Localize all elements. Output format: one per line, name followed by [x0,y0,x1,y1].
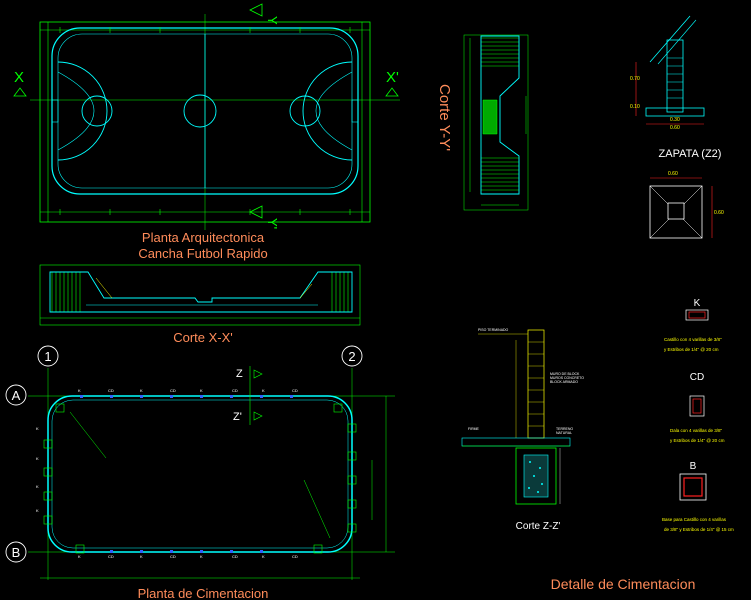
footing-dim-0: 0.70 [630,76,640,82]
cut-z-top: Z [236,368,243,380]
footing-dim-4: 0.60 [668,171,678,177]
footing-dim-5: 0.60 [714,210,724,216]
section-zz: PISO TERMINADO MURO DE BLOCK MUROS CONCR… [461,328,584,532]
svg-text:K: K [140,388,143,393]
section-xx-title: Corte X-X' [173,330,233,345]
svg-text:K: K [262,388,265,393]
section-yy-title: Corte Y-Y' [436,84,453,151]
svg-text:K: K [36,456,39,461]
svg-text:MUROS CONCRETO: MUROS CONCRETO [550,376,584,380]
svg-text:CD: CD [170,388,176,393]
plan-architectural: X X' Y Y' Planta Arquitectonica Cancha F… [13,3,400,261]
detail-k-text2: y Estribos de 1/4" @ 20 cm [664,347,719,352]
svg-text:K: K [262,554,265,559]
svg-text:K: K [200,554,203,559]
grid-label-2: 2 [348,349,355,364]
grid-bubble-b [5,541,27,563]
svg-text:CD: CD [292,388,298,393]
svg-text:CD: CD [108,388,114,393]
svg-text:PISO TERMINADO: PISO TERMINADO [478,328,509,332]
plan-foundation: 1 2 A B K CD K CD K CD K CD K CD K CD K CD K CD K K… [5,345,395,600]
footing-dim-2: 0.30 [670,117,680,123]
plan-arch-title-1: Planta Arquitectonica [142,230,265,245]
svg-text:K: K [140,554,143,559]
svg-text:K: K [36,484,39,489]
svg-text:K: K [78,388,81,393]
detail-b-tag: B [690,461,697,472]
detail-cd-text1: Dala con 4 varillas de 3/8" [670,428,723,433]
cut-z-bottom: Z' [233,411,242,423]
detail-k-text1: Castillo con 4 varillas de 3/8" [664,337,722,342]
plan-arch-title-2: Cancha Futbol Rapido [138,246,267,261]
svg-text:CD: CD [292,554,298,559]
grid-bubble-2 [341,345,363,367]
axis-y-bottom: Y' [265,218,280,229]
svg-text:K: K [200,388,203,393]
grid-bubble-1 [37,345,59,367]
svg-text:K: K [78,554,81,559]
detail-k-tag: K [694,298,701,309]
section-zz-title: Corte Z-Z' [516,521,561,532]
grid-label-b: B [12,545,21,560]
details-title: Detalle de Cimentacion [551,576,696,592]
svg-text:CD: CD [232,388,238,393]
foundation-outline [47,395,353,553]
grid-label-a: A [12,388,21,403]
detail-b-text2: de 3/8" y Estribos de 1/4" @ 15 cm [664,527,734,532]
grid-bubble-a [5,384,27,406]
svg-text:TERRENO: TERRENO [556,427,573,431]
footing-dim-1: 0.10 [630,104,640,110]
svg-text:BLOCK ARMADO: BLOCK ARMADO [550,380,578,384]
section-xx: Corte X-X' [39,264,361,345]
grid-label-1: 1 [44,349,51,364]
detail-b-text1: Base para Castillo con 4 varillas [662,517,727,522]
axis-x-left: X [14,69,24,86]
svg-text:K: K [36,508,39,513]
details: K Castillo con 4 varillas de 3/8" y Estr… [551,298,734,592]
detail-cd-tag: CD [690,372,704,383]
svg-text:K: K [36,426,39,431]
footing-title: ZAPATA (Z2) [659,148,722,160]
svg-text:CD: CD [170,554,176,559]
svg-text:NATURAL: NATURAL [556,431,572,435]
plan-foundation-title: Planta de Cimentacion [138,586,269,600]
section-yy: Corte Y-Y' [436,34,529,211]
axis-y-top: Y [265,16,280,25]
detail-cd-text2: y Estribos de 1/4" @ 20 cm [670,438,725,443]
svg-text:CD: CD [232,554,238,559]
svg-text:CD: CD [108,554,114,559]
svg-text:MURO DE BLOCK: MURO DE BLOCK [550,372,580,376]
footing-dim-3: 0.60 [670,125,680,131]
svg-text:FIRME: FIRME [468,427,480,431]
footing-z2: 0.70 0.10 0.30 0.60 ZAPATA (Z2) 0.60 0.6… [630,15,724,239]
axis-x-right: X' [386,69,399,86]
